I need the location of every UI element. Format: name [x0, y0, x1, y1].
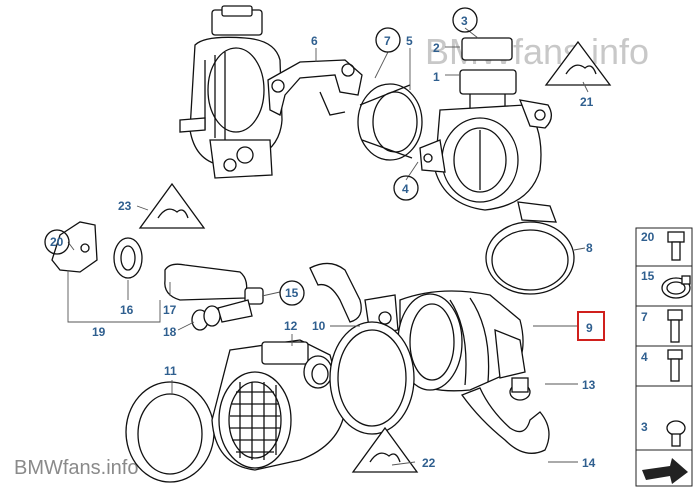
callout-circle-4: [393, 175, 419, 201]
side-cell-3[interactable]: [635, 385, 693, 451]
hardware-side-panel: 20 15 7 4 3: [635, 227, 693, 487]
clamp-icon-15: [661, 275, 691, 299]
label-18[interactable]: 18: [163, 325, 177, 339]
side-label-3: 3: [641, 420, 648, 434]
label-14[interactable]: 14: [582, 456, 596, 470]
side-label-20: 20: [641, 230, 655, 244]
label-4[interactable]: 4: [402, 182, 409, 196]
label-16[interactable]: 16: [120, 303, 134, 317]
label-8[interactable]: 8: [586, 241, 593, 255]
sleeve-part-5[interactable]: [357, 83, 423, 161]
side-label-4: 4: [641, 350, 648, 364]
label-17[interactable]: 17: [163, 303, 177, 317]
bolt-icon-3: [666, 420, 686, 447]
air-flow-meter-part-12[interactable]: [211, 339, 346, 471]
throttle-body-upper[interactable]: [419, 37, 552, 211]
label-2[interactable]: 2: [433, 41, 440, 55]
callout-circle-7: [375, 27, 401, 53]
label-6[interactable]: 6: [311, 34, 318, 48]
callout-circle-20: [44, 229, 70, 255]
bolt-icon-20: [667, 231, 685, 261]
label-11[interactable]: 11: [164, 364, 177, 378]
label-12[interactable]: 12: [284, 319, 298, 333]
warning-triangle-23: [138, 182, 206, 229]
watermark-bottom: BMWfans.info: [14, 457, 138, 479]
idle-valve-group[interactable]: [51, 221, 264, 331]
hose-part-14[interactable]: [460, 377, 550, 454]
side-label-7: 7: [641, 310, 648, 324]
warning-triangle-21: [544, 40, 612, 86]
label-21[interactable]: 21: [580, 95, 594, 109]
selected-part-highlight: [577, 311, 605, 341]
label-13[interactable]: 13: [582, 378, 596, 392]
warning-triangle-22: [351, 426, 419, 473]
bolt-icon-7: [667, 309, 683, 343]
throttle-housing[interactable]: [179, 5, 283, 179]
arrow-icon: [642, 458, 688, 484]
label-22[interactable]: 22: [422, 456, 436, 470]
label-15[interactable]: 15: [285, 286, 299, 300]
label-9[interactable]: 9: [586, 321, 593, 335]
label-10[interactable]: 10: [312, 319, 326, 333]
label-5[interactable]: 5: [406, 34, 413, 48]
seal-ring[interactable]: [329, 321, 415, 435]
callout-circle-15: [279, 280, 305, 306]
watermark-top: BMWfans.info: [425, 31, 649, 72]
leader-lines: [67, 27, 589, 466]
label-19[interactable]: 19: [92, 325, 106, 339]
side-label-15: 15: [641, 269, 655, 283]
bracket-part-6[interactable]: [267, 59, 363, 116]
label-3[interactable]: 3: [461, 14, 468, 28]
label-7[interactable]: 7: [384, 34, 391, 48]
intake-boot-part-9[interactable]: [397, 290, 526, 392]
label-23[interactable]: 23: [118, 199, 132, 213]
callout-circle-3: [452, 7, 478, 33]
side-cell-4[interactable]: [635, 345, 693, 387]
label-1[interactable]: 1: [433, 70, 440, 84]
label-20[interactable]: 20: [50, 235, 64, 249]
ring-part-11[interactable]: [125, 381, 215, 483]
clamp-part-8[interactable]: [485, 201, 575, 295]
bolt-icon-4: [667, 349, 683, 382]
